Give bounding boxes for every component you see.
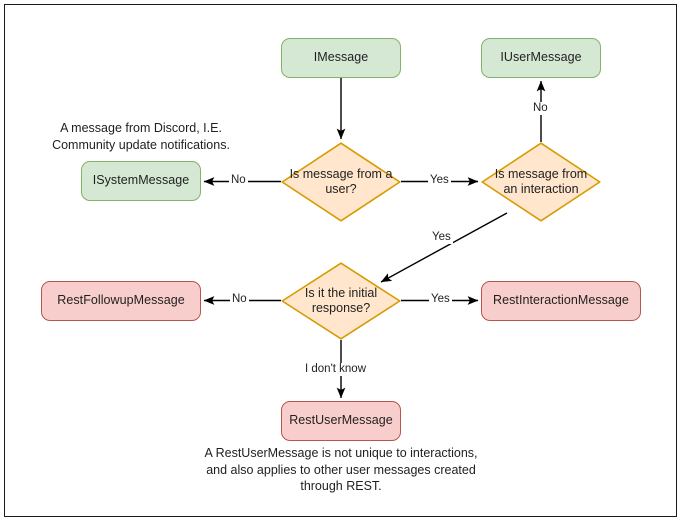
edge-label-initial-yes: Yes xyxy=(429,293,452,306)
node-is-it-the-initial-response[interactable]: Is it the initial response? xyxy=(281,262,401,340)
note-system-message: A message from Discord, I.E. Community u… xyxy=(52,121,230,152)
node-restusermessage[interactable]: RestUserMessage xyxy=(281,401,401,441)
node-is-message-from-an-interaction-label: Is message from an interaction xyxy=(494,166,588,196)
node-imessage[interactable]: IMessage xyxy=(281,38,401,78)
node-isystemmessage[interactable]: ISystemMessage xyxy=(81,161,201,201)
diamond-shape-interaction xyxy=(481,142,601,222)
node-isystemmessage-label: ISystemMessage xyxy=(92,173,190,188)
edge-label-interaction-no: No xyxy=(531,102,550,115)
node-restinteractionmessage[interactable]: RestInteractionMessage xyxy=(481,281,641,321)
node-is-message-from-an-interaction[interactable]: Is message from an interaction xyxy=(481,142,601,222)
edge-label-initial-no: No xyxy=(230,293,249,306)
diamond-shape-user xyxy=(281,142,401,222)
node-restusermessage-label: RestUserMessage xyxy=(289,413,393,428)
node-imessage-label: IMessage xyxy=(313,50,369,65)
edge-label-interaction-yes: Yes xyxy=(430,231,453,244)
node-is-message-from-a-user[interactable]: Is message from a user? xyxy=(281,142,401,222)
node-restfollowupmessage[interactable]: RestFollowupMessage xyxy=(41,281,201,321)
edge-label-user-no: No xyxy=(229,174,248,187)
node-is-message-from-a-user-label: Is message from a user? xyxy=(289,166,393,196)
edge-label-initial-unknown: I don't know xyxy=(303,363,369,376)
diamond-shape-initial-response xyxy=(281,262,401,340)
node-restinteractionmessage-label: RestInteractionMessage xyxy=(493,293,629,308)
note-rest-user-message: A RestUserMessage is not unique to inter… xyxy=(204,446,478,493)
edge-label-user-yes: Yes xyxy=(428,174,451,187)
node-iusermessage-label: IUserMessage xyxy=(500,50,582,65)
node-is-it-the-initial-response-label: Is it the initial response? xyxy=(304,285,378,315)
node-iusermessage[interactable]: IUserMessage xyxy=(481,38,601,78)
node-restfollowupmessage-label: RestFollowupMessage xyxy=(57,293,185,308)
